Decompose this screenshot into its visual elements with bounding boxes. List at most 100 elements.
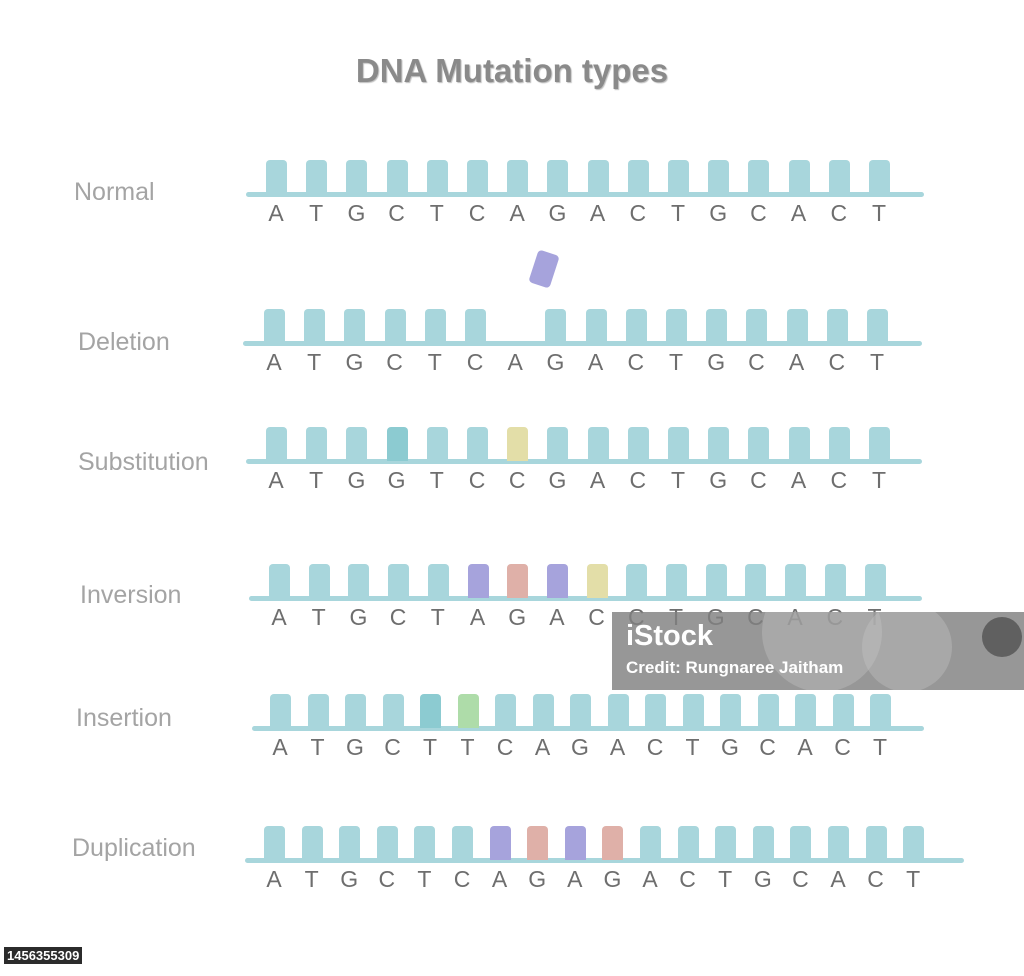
- nucleotide-letter: T: [872, 734, 888, 760]
- nucleotide-letter: A: [266, 866, 282, 892]
- nucleotide-base: [266, 427, 287, 461]
- row-label: Duplication: [72, 834, 196, 862]
- nucleotide-letter: C: [388, 200, 405, 226]
- nucleotide-letter: G: [753, 866, 772, 892]
- nucleotide-letter: A: [268, 467, 284, 493]
- nucleotide-letter: G: [346, 734, 364, 760]
- nucleotide-letter: T: [422, 734, 438, 760]
- nucleotide-base: [339, 826, 361, 860]
- nucleotide-letter: C: [468, 200, 486, 226]
- nucleotide-base: [348, 564, 370, 598]
- nucleotide-base: [746, 309, 768, 343]
- nucleotide-letter: C: [759, 734, 776, 760]
- nucleotide-base: [788, 160, 810, 194]
- nucleotide-letter: T: [430, 604, 445, 630]
- watermark-logo: iStock: [626, 620, 714, 652]
- nucleotide-letter: C: [627, 349, 645, 375]
- nucleotide-base: [424, 309, 446, 343]
- nucleotide-letter: C: [468, 467, 486, 493]
- nucleotide-base: [269, 564, 290, 598]
- nucleotide-letter: G: [340, 866, 359, 892]
- nucleotide-letter: T: [309, 200, 324, 226]
- nucleotide-base: [865, 826, 887, 860]
- nucleotide-base: [467, 564, 489, 598]
- nucleotide-base: [607, 694, 629, 728]
- nucleotide-base: [828, 826, 849, 860]
- nucleotide-base: [301, 826, 323, 860]
- nucleotide-letter: A: [509, 200, 525, 226]
- deleted-base: [528, 249, 560, 289]
- nucleotide-base: [307, 694, 329, 728]
- nucleotide-letter: G: [345, 349, 364, 375]
- nucleotide-base: [832, 694, 854, 728]
- dna-backbone: [246, 192, 924, 197]
- nucleotide-letter: A: [507, 349, 523, 375]
- nucleotide-base: [527, 826, 549, 860]
- nucleotide-base: [270, 694, 291, 728]
- nucleotide-letter: C: [496, 734, 514, 760]
- nucleotide-letter: C: [386, 349, 403, 375]
- nucleotide-base: [426, 427, 448, 461]
- nucleotide-base: [264, 309, 285, 343]
- nucleotide-base: [828, 160, 850, 194]
- nucleotide-letter: C: [834, 734, 851, 760]
- nucleotide-letter: T: [307, 349, 322, 375]
- nucleotide-base: [627, 160, 649, 194]
- nucleotide-base: [795, 694, 816, 728]
- nucleotide-base: [708, 427, 730, 461]
- nucleotide-base: [668, 160, 689, 194]
- nucleotide-base: [308, 564, 330, 598]
- nucleotide-base: [706, 309, 728, 343]
- diagram-title: DNA Mutation types: [355, 52, 669, 89]
- nucleotide-base: [757, 694, 779, 728]
- nucleotide-base: [532, 694, 554, 728]
- nucleotide-letter: T: [311, 604, 326, 630]
- nucleotide-letter: G: [528, 866, 547, 892]
- nucleotide-base: [645, 694, 666, 728]
- nucleotide-letter: T: [871, 467, 887, 493]
- nucleotide-base: [386, 160, 408, 194]
- nucleotide-base: [388, 564, 410, 598]
- nucleotide-base: [708, 160, 730, 194]
- nucleotide-base: [867, 309, 888, 343]
- nucleotide-base: [452, 826, 473, 860]
- nucleotide-base: [346, 427, 368, 461]
- nucleotide-letter: T: [429, 200, 444, 226]
- nucleotide-base: [586, 564, 608, 598]
- nucleotide-letter: T: [670, 467, 686, 493]
- nucleotide-base: [564, 826, 586, 860]
- nucleotide-base: [547, 160, 569, 194]
- nucleotide-base: [668, 427, 689, 461]
- dna-backbone: [243, 341, 922, 346]
- nucleotide-base: [264, 826, 285, 860]
- nucleotide-letter: T: [670, 200, 686, 226]
- nucleotide-letter: C: [384, 734, 401, 760]
- nucleotide-base: [869, 160, 890, 194]
- nucleotide-base: [788, 427, 810, 461]
- dna-backbone: [249, 596, 922, 601]
- dna-backbone: [245, 858, 964, 863]
- nucleotide-base: [602, 826, 624, 860]
- nucleotide-letter: A: [797, 734, 813, 760]
- nucleotide-letter: G: [548, 467, 567, 493]
- nucleotide-letter: T: [685, 734, 700, 760]
- nucleotide-letter: A: [272, 734, 288, 760]
- nucleotide-letter: C: [750, 467, 767, 493]
- nucleotide-letter: A: [549, 604, 565, 630]
- nucleotide-letter: G: [721, 734, 739, 760]
- nucleotide-base: [864, 564, 886, 598]
- nucleotide-base: [346, 160, 368, 194]
- nucleotide-base: [715, 826, 737, 860]
- nucleotide-letter: A: [609, 734, 626, 760]
- nucleotide-base: [547, 427, 569, 461]
- nucleotide-letter: T: [869, 349, 885, 375]
- nucleotide-letter: A: [790, 200, 807, 226]
- nucleotide-letter: G: [349, 604, 368, 630]
- nucleotide-base: [786, 309, 808, 343]
- nucleotide-base: [344, 309, 366, 343]
- nucleotide-base: [495, 694, 516, 728]
- nucleotide-base: [570, 694, 591, 728]
- nucleotide-base: [507, 160, 529, 194]
- nucleotide-base: [587, 427, 609, 461]
- nucleotide-letter: A: [266, 349, 282, 375]
